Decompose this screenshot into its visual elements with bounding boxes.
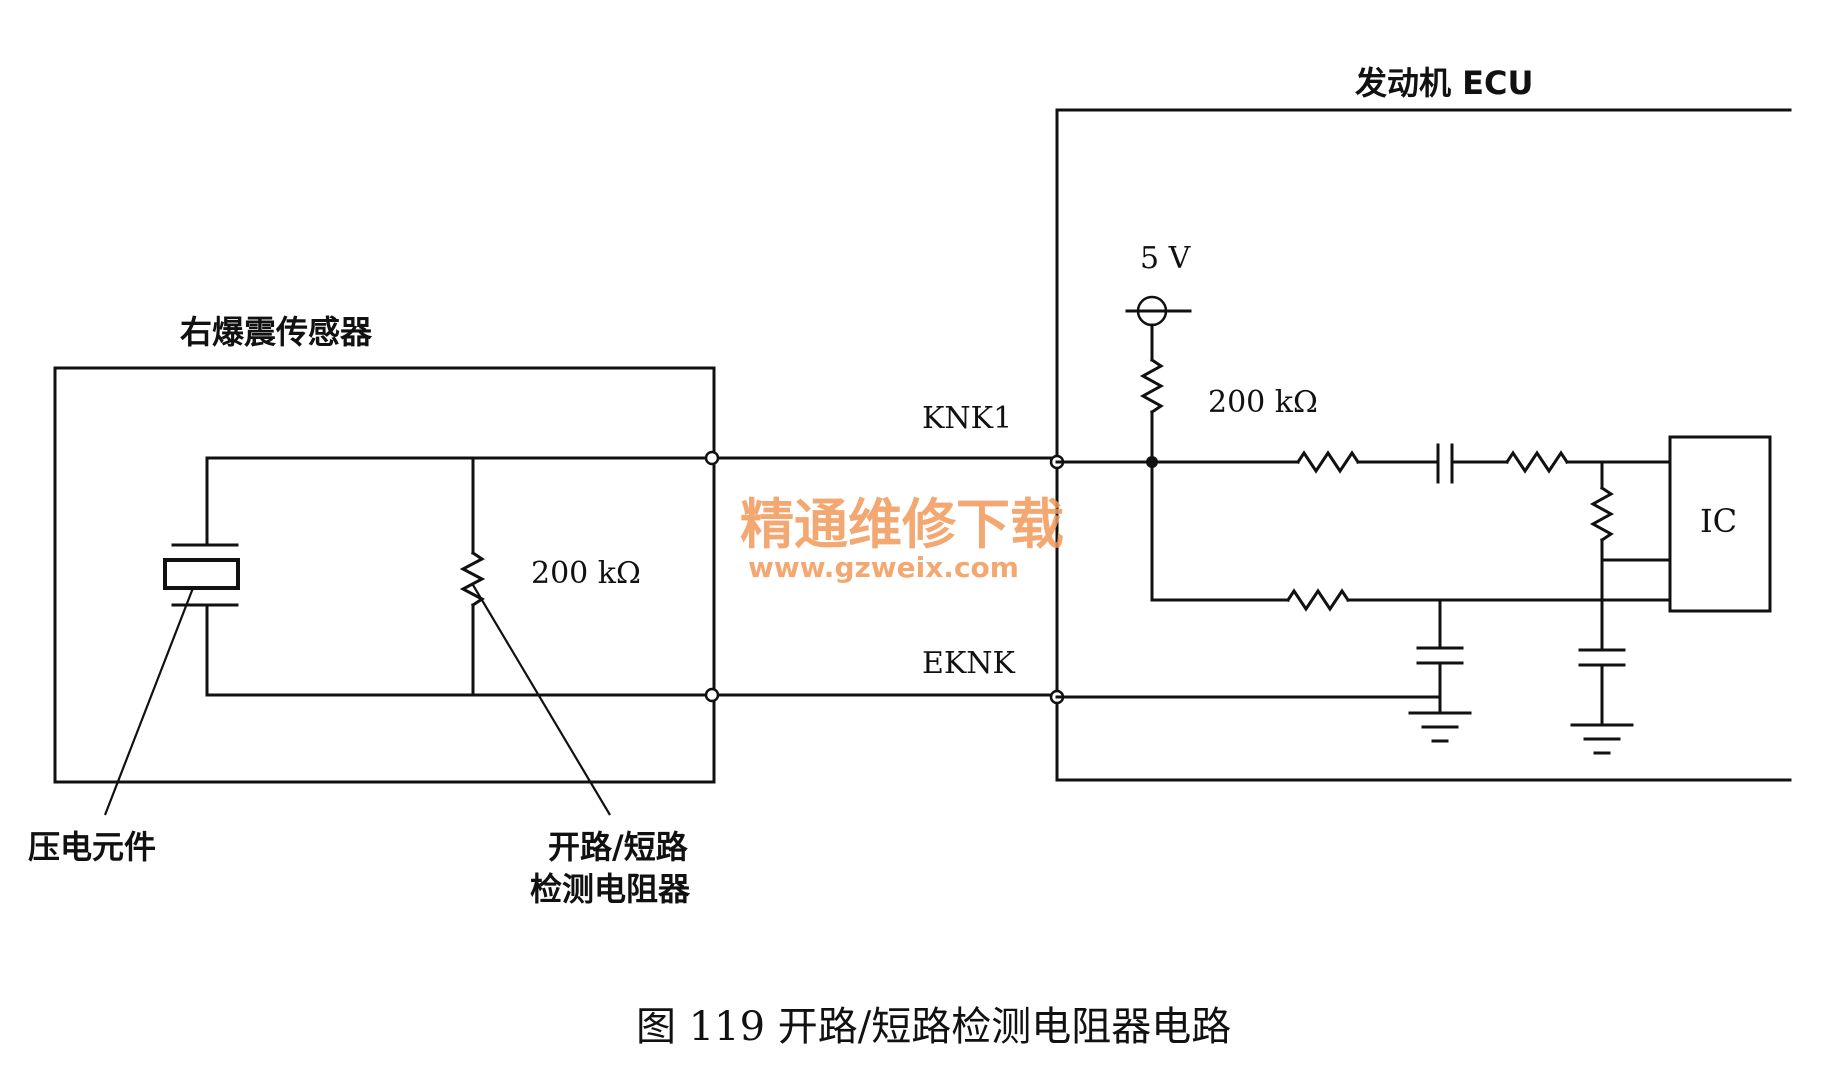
knk1-label: KNK1	[922, 401, 1012, 436]
supply-label: 5 V	[1140, 241, 1192, 276]
ic-label: IC	[1700, 502, 1737, 540]
figure-caption: 图 119 开路/短路检测电阻器电路	[636, 1004, 1231, 1050]
ecu-wiring	[1055, 295, 1672, 755]
eknk-label: EKNK	[922, 646, 1016, 681]
ic-block	[1668, 435, 1772, 613]
piezo-leader	[103, 587, 195, 816]
sensor-box	[53, 366, 716, 784]
piezo-element	[163, 543, 240, 607]
ecu-box	[1055, 108, 1792, 782]
watermark-line2: www.gzweix.com	[748, 551, 1019, 584]
interconnect-wires	[710, 456, 1059, 697]
sensor-title: 右爆震传感器	[180, 313, 373, 351]
piezo-label: 压电元件	[28, 828, 156, 866]
detect-resistor-leader	[472, 584, 611, 816]
detect-label-line2: 检测电阻器	[530, 870, 691, 908]
sensor-resistor-value: 200 kΩ	[531, 556, 641, 591]
watermark-line1: 精通维修下载	[740, 493, 1064, 556]
ecu-title: 发动机 ECU	[1355, 64, 1533, 102]
detect-label-line1: 开路/短路	[548, 828, 689, 866]
ecu-resistor-value: 200 kΩ	[1208, 385, 1318, 420]
